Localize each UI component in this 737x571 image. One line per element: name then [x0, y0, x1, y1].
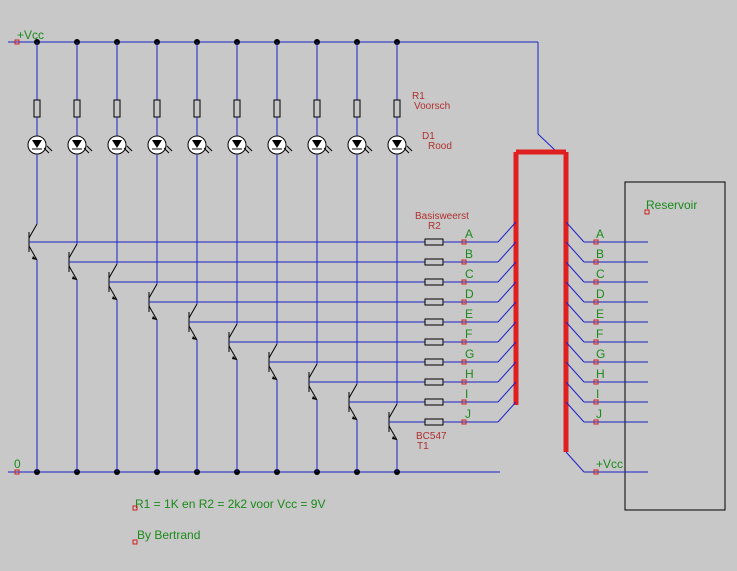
r2-resistor	[424, 418, 444, 426]
channel-label-right: E	[596, 307, 604, 321]
r1-resistor	[153, 99, 161, 118]
r2-ref-label: R2	[428, 221, 441, 232]
channel-label-left: I	[465, 387, 468, 401]
channel-label-right: G	[596, 347, 605, 361]
channel-label-left: G	[465, 347, 474, 361]
channel-label-left: B	[465, 247, 473, 261]
r1-resistor	[33, 99, 41, 118]
r2-name-label: Basisweerst	[415, 211, 469, 222]
reservoir-connector	[624, 181, 726, 511]
t1-ref-label: T1	[417, 441, 429, 452]
channel-label-right: I	[596, 387, 599, 401]
channel-label-right: A	[596, 227, 604, 241]
r2-resistor	[424, 318, 444, 326]
r2-resistor	[424, 378, 444, 386]
r2-resistor	[424, 258, 444, 266]
channel-label-right: H	[596, 367, 605, 381]
t1-type-label: BC547	[416, 431, 447, 442]
channel-label-left: J	[465, 407, 471, 421]
r1-resistor	[113, 99, 121, 118]
r1-resistor	[233, 99, 241, 118]
channel-label-left: A	[465, 227, 473, 241]
r2-resistor	[424, 278, 444, 286]
connector-vcc-pin	[565, 451, 648, 475]
ground-rail	[8, 469, 500, 475]
channel-label-right: C	[596, 267, 605, 281]
vcc-label: +Vcc	[17, 28, 44, 42]
vcc-rail	[8, 39, 558, 153]
r2-resistor	[424, 338, 444, 346]
connector-vcc-label: +Vcc	[596, 457, 623, 471]
d1-name-label: Rood	[428, 141, 452, 152]
ground-label: 0	[14, 457, 21, 471]
channel-label-left: D	[465, 287, 474, 301]
channel-label-right: J	[596, 407, 602, 421]
r1-resistor	[353, 99, 361, 118]
r2-resistor	[424, 358, 444, 366]
author-note: By Bertrand	[137, 528, 200, 542]
r1-name-label: Voorsch	[414, 101, 450, 112]
r1-ref-label: R1	[412, 91, 425, 102]
formula-note: R1 = 1K en R2 = 2k2 voor Vcc = 9V	[135, 497, 325, 511]
channel-label-right: B	[596, 247, 604, 261]
r1-resistor	[73, 99, 81, 118]
d1-ref-label: D1	[422, 131, 435, 142]
bus-line	[513, 149, 569, 452]
channel-label-left: H	[465, 367, 474, 381]
reservoir-title: Reservoir	[646, 198, 697, 212]
r2-resistor	[424, 238, 444, 246]
r2-resistor	[424, 398, 444, 406]
channel-label-left: E	[465, 307, 473, 321]
r1-resistor	[273, 99, 281, 118]
r1-resistor	[313, 99, 321, 118]
channel-label-right: D	[596, 287, 605, 301]
r1-resistor	[393, 99, 401, 118]
channel-label-left: F	[465, 327, 472, 341]
channel-label-right: F	[596, 327, 603, 341]
r1-resistor	[193, 99, 201, 118]
r2-resistor	[424, 298, 444, 306]
channel-label-left: C	[465, 267, 474, 281]
